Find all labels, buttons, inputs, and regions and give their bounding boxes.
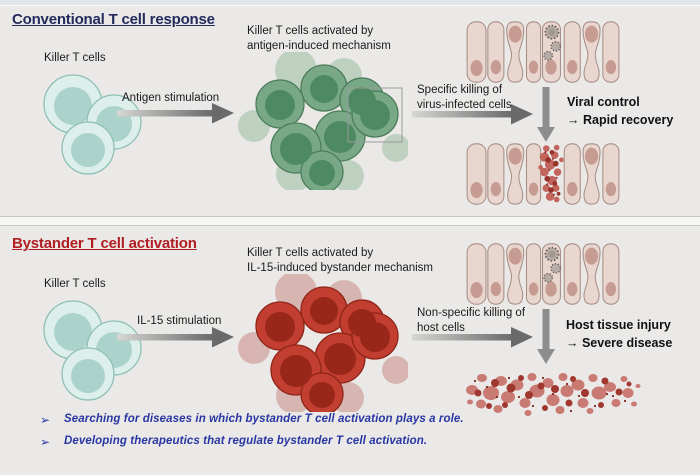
antigen-stimulation-arrow-icon [117, 103, 234, 124]
highlighted-cell-box [347, 87, 403, 143]
infected-tissue-illustration-2 [466, 243, 620, 305]
killer-t-cells-illustration-2 [43, 300, 142, 401]
host-injury-line2: → Severe disease [566, 335, 673, 350]
bullet-item-2: ➢ Developing therapeutics that regulate … [40, 435, 660, 449]
recovered-tissue-illustration [466, 143, 620, 205]
takeaway-bullets: ➢ Searching for diseases in which bystan… [40, 413, 660, 457]
killer-t-cells-label: Killer T cells [44, 52, 106, 64]
activated-cells-label-line1: Killer T cells activated by [247, 25, 374, 37]
host-injury-line1: Host tissue injury [566, 318, 671, 332]
killer-t-cells-illustration [43, 74, 142, 175]
nonspecific-killing-label-line1: Non-specific killing of [417, 307, 526, 319]
bystander-activated-label-line2: IL-15-induced bystander mechanism [247, 261, 434, 274]
nonspecific-killing-arrow-icon [412, 327, 533, 348]
specific-killing-arrow-icon [412, 104, 533, 125]
down-arrow-icon [537, 87, 555, 142]
virus-icon [543, 24, 562, 61]
bullet-text-1: Searching for diseases in which bystande… [64, 413, 464, 425]
specific-killing-label: Specific killing of virus-infected cells [417, 83, 512, 112]
destroyed-tissue-illustration [466, 373, 641, 416]
viral-control-line1: Viral control [567, 95, 640, 109]
bystander-activated-t-cells-illustration [238, 274, 408, 412]
specific-killing-label-line2: virus-infected cells [417, 98, 512, 111]
bystander-panel-title: Bystander T cell activation [12, 235, 197, 252]
viral-control-line2: → Rapid recovery [567, 112, 674, 127]
slide-top-border [0, 0, 700, 6]
conventional-panel-title: Conventional T cell response [12, 11, 215, 28]
bullet-item-1: ➢ Searching for diseases in which bystan… [40, 413, 660, 427]
host-tissue-injury-outcome: Host tissue injury → Severe disease [566, 317, 672, 352]
bullet-text-2: Developing therapeutics that regulate by… [64, 435, 428, 447]
tissue-damage-debris [538, 144, 564, 203]
specific-killing-label-line1: Specific killing of [417, 84, 503, 96]
bystander-activated-cells-label: Killer T cells activated by IL-15-induce… [247, 246, 433, 275]
bullet-arrow-icon-2: ➢ [40, 435, 51, 449]
bystander-activated-label-line1: Killer T cells activated by [247, 247, 374, 259]
il15-stimulation-arrow-icon [117, 327, 234, 348]
viral-control-outcome: Viral control → Rapid recovery [567, 94, 673, 129]
nonspecific-killing-label: Non-specific killing of host cells [417, 306, 525, 335]
il15-stimulation-label: IL-15 stimulation [137, 315, 222, 327]
activated-cells-label-line2: antigen-induced mechanism [247, 39, 391, 52]
antigen-activated-t-cells-illustration [238, 52, 408, 190]
antigen-stimulation-label: Antigen stimulation [122, 92, 220, 104]
killer-t-cells-label-2: Killer T cells [44, 278, 106, 290]
panel-divider [0, 216, 700, 226]
down-arrow-icon-2 [537, 309, 555, 364]
bullet-arrow-icon: ➢ [40, 413, 51, 427]
nonspecific-killing-label-line2: host cells [417, 321, 465, 334]
infected-tissue-illustration [466, 21, 620, 83]
activated-cells-label: Killer T cells activated by antigen-indu… [247, 24, 391, 53]
virus-icon-2 [543, 246, 562, 283]
